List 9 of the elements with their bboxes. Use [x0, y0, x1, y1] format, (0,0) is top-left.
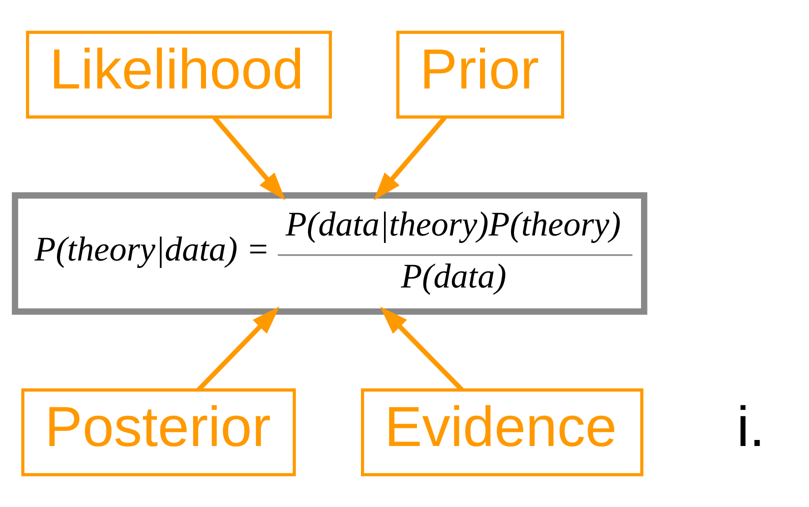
arrow — [212, 116, 286, 200]
node-box: Posterior — [21, 388, 296, 476]
arrow — [196, 306, 280, 392]
arrow — [374, 116, 447, 200]
arrow — [380, 306, 464, 392]
node-box: Prior — [396, 30, 564, 119]
node-box: Likelihood — [26, 30, 332, 119]
label: i. — [736, 395, 765, 458]
node-box: Evidence — [360, 388, 644, 476]
